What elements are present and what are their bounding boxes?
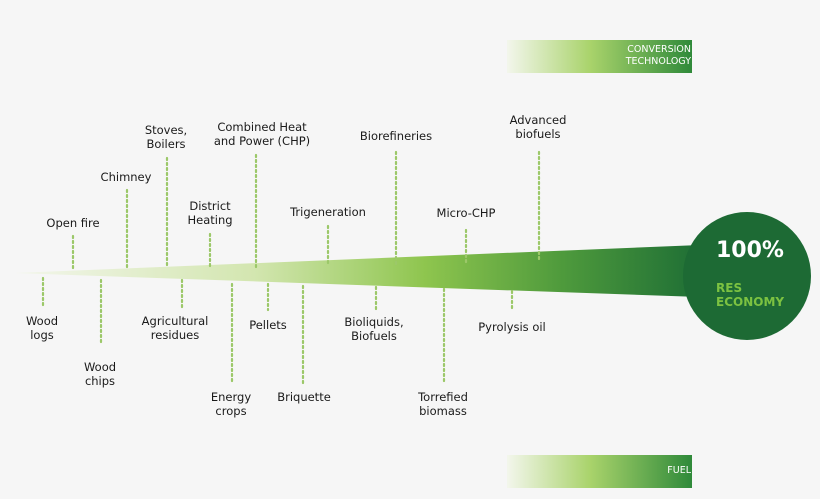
fuel-label: FUEL — [667, 465, 691, 476]
progress-wedge — [14, 245, 700, 297]
tech-label-chimney: Chimney — [100, 170, 152, 184]
fuel-label-energy-crops: Energy crops — [210, 390, 252, 418]
tech-label-chp: Combined Heat and Power (CHP) — [213, 120, 311, 148]
conversion-technology-bar — [507, 40, 692, 73]
fuel-label-pellets: Pellets — [249, 318, 287, 332]
fuel-label-wood-chips: Wood chips — [83, 360, 117, 388]
tech-label-open-fire: Open fire — [46, 216, 100, 230]
fuel-label-torrefied-biomass: Torrefied biomass — [418, 390, 468, 418]
tech-label-stoves-boilers: Stoves, Boilers — [144, 123, 188, 151]
tech-label-biorefineries: Biorefineries — [359, 129, 433, 143]
res-economy-badge — [683, 212, 811, 340]
fuel-bar — [507, 455, 692, 488]
badge-percent: 100% — [716, 238, 784, 263]
badge-subtitle: RES ECONOMY — [716, 281, 785, 309]
fuel-label-wood-logs: Wood logs — [25, 314, 59, 342]
fuel-label-agricultural-residues: Agricultural residues — [141, 314, 209, 342]
fuel-label-briquette: Briquette — [277, 390, 331, 404]
dotted-leader-lines — [41, 150, 541, 386]
tech-label-micro-chp: Micro-CHP — [436, 206, 496, 220]
fuel-label-bioliquids-biofuels: Bioliquids, Biofuels — [344, 315, 404, 343]
tech-label-district-heating: District Heating — [187, 199, 233, 227]
conversion-technology-label: CONVERSION TECHNOLOGY — [625, 44, 691, 67]
tech-label-advanced-biofuels: Advanced biofuels — [509, 113, 567, 141]
fuel-label-pyrolysis-oil: Pyrolysis oil — [478, 320, 546, 334]
tech-label-trigeneration: Trigeneration — [290, 205, 366, 219]
